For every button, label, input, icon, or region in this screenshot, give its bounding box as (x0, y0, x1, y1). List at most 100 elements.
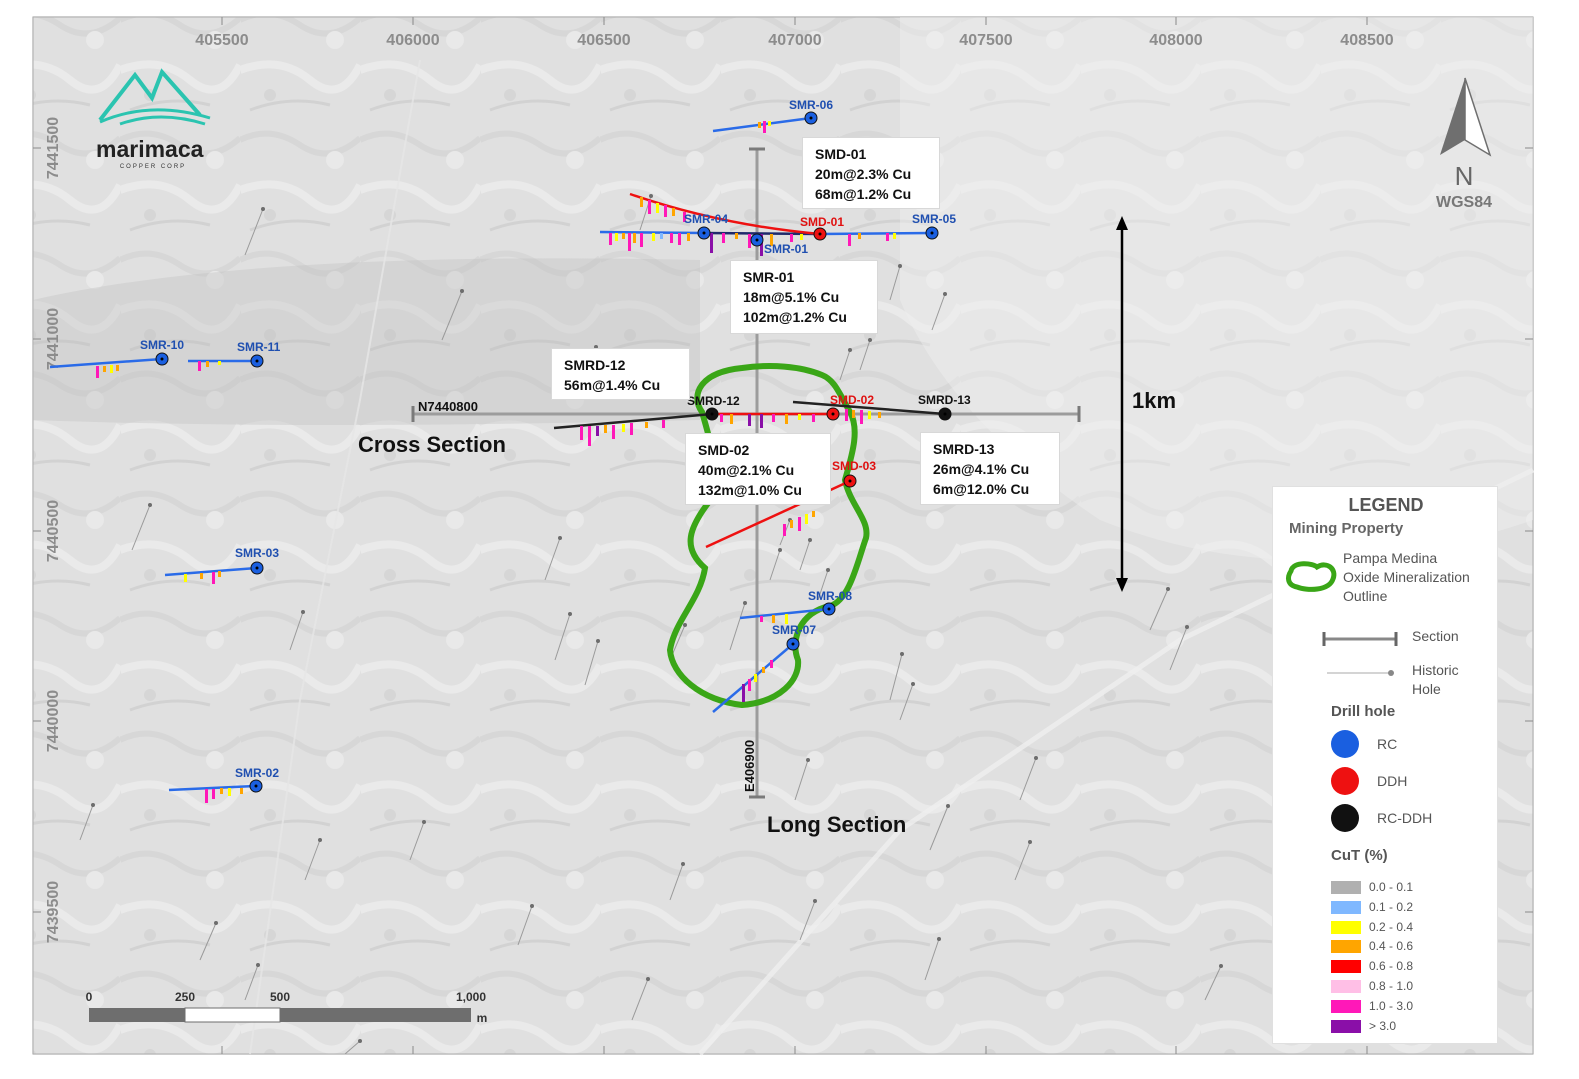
historic-hole-collar (422, 820, 426, 824)
hole-label-smr-10: SMR-10 (140, 338, 184, 352)
north-label: N (1455, 161, 1474, 191)
assay-bar (96, 366, 99, 378)
easting-label: 407500 (959, 32, 1012, 49)
historic-hole (859, 339, 871, 371)
historic-hole-collar (1219, 964, 1223, 968)
north-arrow-icon (1440, 77, 1492, 157)
assay-bar (588, 426, 591, 446)
assay-bar (633, 233, 636, 243)
assay-bar (687, 233, 690, 241)
legend-drill-label: DDH (1377, 773, 1408, 789)
assay-bar (772, 615, 775, 623)
historic-hole-collar (1028, 840, 1032, 844)
legend-cut-swatch (1331, 940, 1361, 954)
assay-bar (763, 121, 766, 133)
historic-hole-collar (358, 1039, 362, 1043)
brand-name: marimaca (96, 136, 204, 162)
legend-section-label: Section (1412, 628, 1459, 644)
historic-hole (289, 611, 304, 651)
historic-hole (799, 900, 816, 941)
assay-bar (730, 414, 733, 424)
collar-center (710, 412, 714, 416)
historic-hole-collar (826, 568, 830, 572)
historic-hole-collar (460, 289, 464, 293)
assay-bar (845, 409, 848, 421)
assay-bar (735, 233, 738, 239)
callout-smrd-13: SMRD-13 26m@4.1% Cu 6m@12.0% Cu (920, 432, 1060, 505)
historic-hole (889, 653, 903, 701)
assay-bars (96, 121, 896, 803)
historic-hole-collar (558, 536, 562, 540)
historic-hole-collar (681, 862, 685, 866)
cross-section-coord: N7440800 (418, 399, 478, 414)
assay-bar (580, 426, 583, 440)
historic-hole-collar (937, 937, 941, 941)
easting-label: 408000 (1149, 32, 1202, 49)
hole-label-smd-01: SMD-01 (800, 215, 844, 229)
historic-hole (929, 805, 949, 851)
historic-hole-collar (848, 348, 852, 352)
historic-holes (79, 194, 1223, 1055)
callout-line: 26m@4.1% Cu (933, 461, 1030, 477)
legend-cut-swatch (1331, 999, 1361, 1013)
assay-bar (800, 234, 803, 240)
historic-hole-collar (214, 921, 218, 925)
historic-hole (899, 683, 914, 721)
historic-hole-collar (778, 548, 782, 552)
assay-bar (596, 426, 599, 436)
hole-label-smr-08: SMR-08 (808, 589, 852, 603)
historic-hole-collar (898, 264, 902, 268)
legend-outline-label: Pampa Medina Oxide Mineralization Outlin… (1343, 550, 1470, 604)
hole-label-smd-02: SMD-02 (830, 393, 874, 407)
callout-line: 6m@12.0% Cu (933, 481, 1030, 497)
scale-bar-ticks: 0 250 500 1,000 m (86, 990, 488, 1025)
callout-line: 40m@2.1% Cu (698, 462, 795, 478)
historic-hole (441, 290, 463, 341)
hole-labels: SMR-06 SMR-04 SMD-01 SMR-05 SMR-01 SMR-1… (140, 98, 971, 780)
callout-title: SMRD-12 (564, 357, 626, 373)
historic-hole-collar (1185, 625, 1189, 629)
historic-hole (544, 537, 561, 581)
one-km-label: 1km (1132, 388, 1176, 413)
legend-drill-label: RC (1377, 736, 1398, 752)
assay-bar (848, 234, 851, 246)
historic-hole (924, 938, 940, 981)
callout-smd-02: SMD-02 40m@2.1% Cu 132m@1.0% Cu (685, 433, 831, 505)
brand-sub: COPPER CORP (120, 164, 186, 170)
historic-hole-collar (596, 639, 600, 643)
assay-bar (760, 616, 763, 622)
hole-label-smr-11: SMR-11 (237, 340, 281, 354)
assay-bar (212, 789, 215, 799)
easting-label: 407000 (768, 32, 821, 49)
long-section-coord: E406900 (742, 740, 757, 792)
assay-bar (103, 366, 106, 372)
assay-bar (206, 361, 209, 367)
assay-bar (770, 234, 773, 246)
assay-bar (198, 361, 201, 371)
northing-label: 7441500 (45, 117, 62, 179)
legend-cut-swatch (1331, 980, 1361, 993)
historic-hole (931, 293, 946, 331)
easting-label: 406000 (386, 32, 439, 49)
assay-bar (762, 667, 765, 673)
historic-hole-collar (530, 904, 534, 908)
collar-center (160, 357, 164, 361)
historic-hole (244, 964, 259, 1001)
historic-hole (839, 349, 851, 381)
hole-label-smr-01: SMR-01 (764, 242, 808, 256)
collar-center (831, 412, 835, 416)
historic-hole (584, 640, 599, 686)
assay-bar (805, 514, 808, 524)
assay-bar (672, 208, 675, 216)
historic-hole (769, 549, 781, 581)
historic-hole-collar (946, 804, 950, 808)
northing-label: 7440500 (45, 500, 62, 562)
historic-hole (799, 539, 811, 571)
historic-hole-collar (743, 601, 747, 605)
assay-bar (772, 414, 775, 422)
legend-historic-swatch (1327, 670, 1394, 676)
assay-bar (760, 414, 763, 428)
cross-section-title: Cross Section (358, 432, 506, 457)
